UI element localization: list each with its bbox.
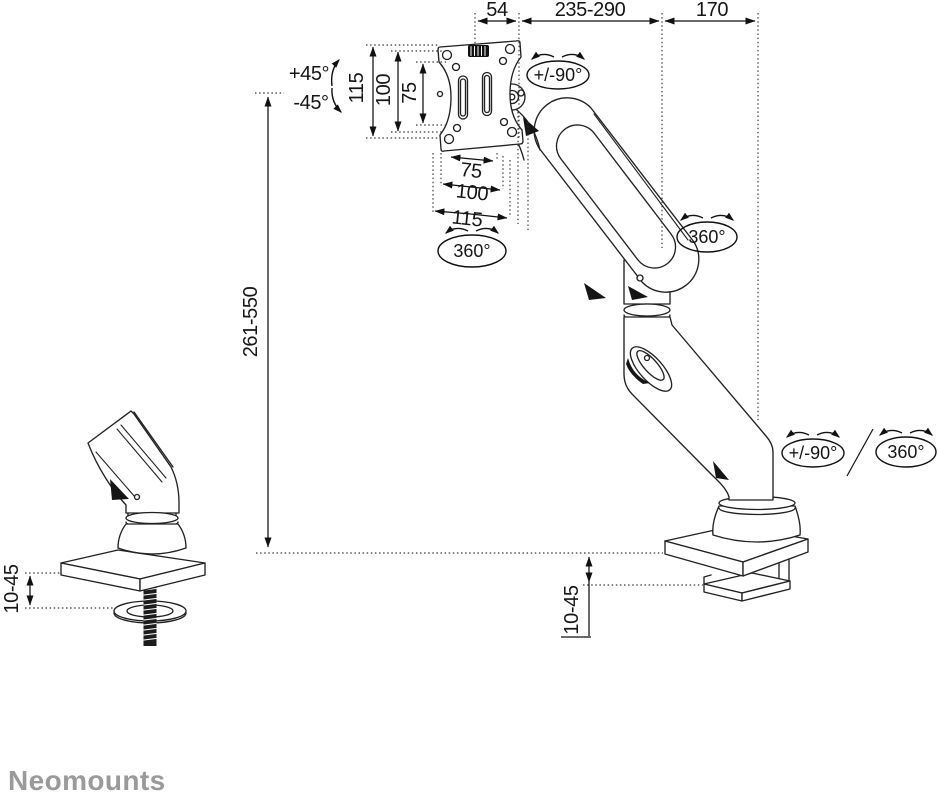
dim-clamp-thickness-right: 10-45 bbox=[561, 585, 583, 635]
vesa-plate bbox=[436, 40, 524, 152]
dim-top-235-290: 235-290 bbox=[554, 0, 626, 21]
dim-vesa-horizontal-115: 115 bbox=[450, 206, 484, 232]
tilt-arc bbox=[330, 58, 342, 113]
slash-divider bbox=[846, 428, 874, 477]
desk-plate-left bbox=[60, 549, 206, 592]
angle-rotate-arm: 360° bbox=[688, 227, 726, 247]
angle-rotate-vesa: 360° bbox=[453, 241, 491, 261]
dim-vesa-horizontal-100: 100 bbox=[454, 180, 490, 206]
dim-vesa-horizontal-75: 75 bbox=[459, 158, 483, 184]
angle-rotate-base: 360° bbox=[887, 442, 925, 462]
dim-vesa-vertical-115: 115 bbox=[346, 72, 368, 104]
grommet-mount-side-view bbox=[60, 410, 206, 646]
swivel-head-badge bbox=[526, 51, 590, 90]
rotate-vesa-badge bbox=[437, 225, 507, 268]
rotate-base-badge bbox=[875, 427, 937, 468]
quick-release-knob bbox=[468, 45, 489, 57]
dim-vesa-vertical-100: 100 bbox=[373, 73, 395, 107]
dim-clamp-thickness-left: 10-45 bbox=[1, 564, 23, 614]
dimension-annotations bbox=[25, 13, 937, 638]
dim-top-170: 170 bbox=[695, 0, 729, 21]
angle-swivel-head: +/-90° bbox=[533, 65, 583, 85]
bolt bbox=[143, 580, 157, 646]
dim-height-range: 261-550 bbox=[240, 286, 262, 358]
angle-tilt-down: -45° bbox=[293, 92, 329, 114]
angle-tilt-up: +45° bbox=[288, 63, 330, 85]
monitor-arm-main-view bbox=[436, 40, 809, 602]
angle-swivel-base: +/-90° bbox=[788, 443, 838, 463]
neomounts-logo: Neomounts bbox=[8, 765, 166, 796]
lower-arm bbox=[623, 316, 774, 501]
dim-top-54: 54 bbox=[486, 0, 508, 21]
dim-vesa-vertical-75: 75 bbox=[399, 82, 421, 104]
rotate-arm-badge bbox=[676, 212, 738, 253]
swivel-base-badge bbox=[781, 429, 845, 468]
upper-arm bbox=[533, 97, 700, 300]
